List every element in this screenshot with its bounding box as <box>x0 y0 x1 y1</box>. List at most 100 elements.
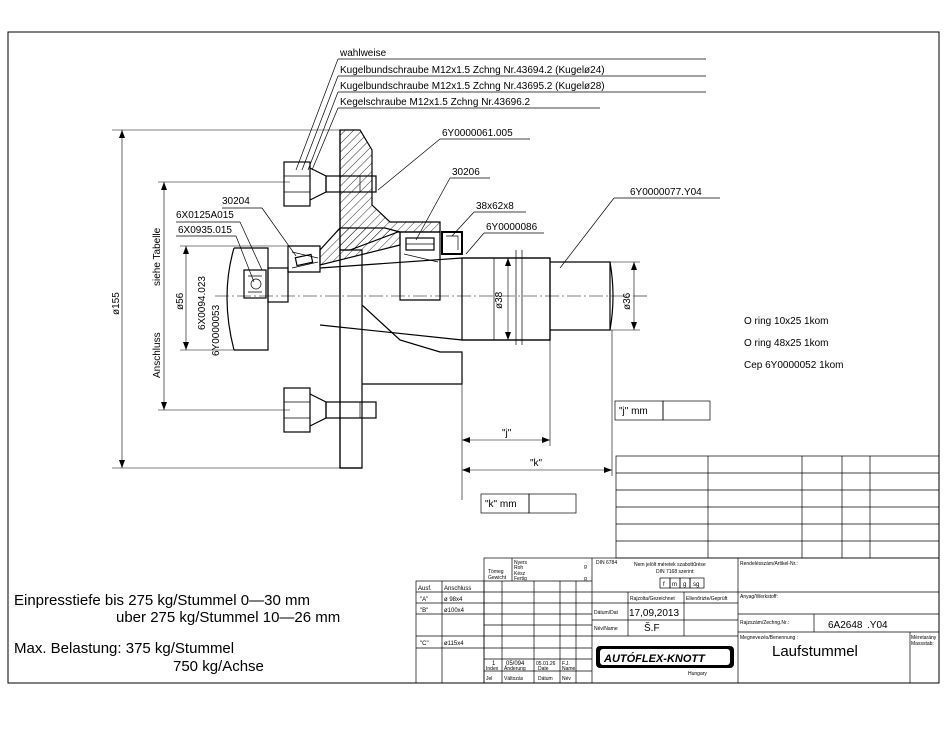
tb-rev-no: 1 <box>492 661 496 667</box>
revision-grid <box>615 455 940 559</box>
tb-logo-sub: Hungary <box>688 671 707 677</box>
callout-6Y0000053: 6Y0000053 <box>211 304 222 356</box>
tb-rajzszam-value: 6A2648 <box>828 620 863 631</box>
tb-rev-h3: Date <box>538 666 549 672</box>
callout-alt-2: Kugelbundschraube M12x1.5 Zchng Nr.43695… <box>340 81 605 92</box>
dim-d56: ø56 <box>175 292 186 310</box>
dim-d155: ø155 <box>111 292 122 315</box>
callout-6X0125A015: 6X0125A015 <box>176 210 234 221</box>
tb-tol-m: m <box>672 582 677 588</box>
tb-rev-h2: Änderung <box>504 665 526 672</box>
conn-row-a-value: ø 98x4 <box>444 597 463 603</box>
callout-6X0094: 6X0094.023 <box>197 276 208 330</box>
tb-meretarany: Méretarány <box>911 635 937 641</box>
tb-nev-value: Š.F <box>644 621 660 634</box>
tb-rev-h1b: Jel <box>486 676 492 682</box>
hub-cap <box>226 247 289 351</box>
tb-rev-h4: Name <box>562 666 576 672</box>
tb-ellenorizte: Ellenőrizte/Geprüft <box>686 596 728 602</box>
tb-megnevezes-value: Laufstummel <box>772 643 858 660</box>
tb-rev-h3b: Dátum <box>538 676 553 682</box>
stub-axle <box>319 250 614 345</box>
dim-side-label-1: siehe Tabelle <box>152 227 163 286</box>
tb-roh: Roh <box>514 565 523 571</box>
tb-tomeg: Tömeg <box>488 569 504 575</box>
callout-alt-3: Kegelschraube M12x1.5 Zchng Nr.43696.2 <box>340 97 531 108</box>
j-mm-box-value[interactable] <box>662 400 711 421</box>
conn-row-a-code: "A" <box>420 597 428 603</box>
tb-massstab: Massstab: <box>911 641 934 647</box>
tb-g2: g <box>584 576 587 582</box>
dim-k: "k" <box>530 458 543 469</box>
title-block <box>483 557 940 684</box>
note-belastung-2: 750 kg/Achse <box>173 658 264 675</box>
tb-rendeles: Rendelésszám/Artikel-Nr.: <box>740 561 798 567</box>
hub-flange-plate <box>339 249 363 469</box>
tb-rajzolta: Rajzolta/Gezeichnet <box>630 596 675 602</box>
hub-assembly-drawing <box>215 129 650 469</box>
leader-lines <box>176 58 720 283</box>
tb-din7168: DIN 7168 szerint: <box>656 569 695 575</box>
note-einpresstiefe-1: Einpresstiefe bis 275 kg/Stummel 0—30 mm <box>14 592 310 609</box>
note-oring-1: O ring 10x25 1kom <box>744 316 829 327</box>
callout-6Y0000077: 6Y0000077.Y04 <box>630 187 702 198</box>
note-cep: Cep 6Y0000052 1kom <box>744 360 844 371</box>
tb-datum-label: Dátum/Dat <box>594 610 619 616</box>
tb-anyag: Anyag/Werkstoff: <box>740 594 778 600</box>
tb-tol-f: f <box>663 582 665 588</box>
dim-d36: ø36 <box>622 292 633 310</box>
tb-tol-sg: sg <box>693 582 699 588</box>
conn-header-ausf: Ausf. <box>418 586 432 592</box>
conn-row-c-code: "C" <box>420 641 429 647</box>
note-oring-2: O ring 48x25 1kom <box>744 338 829 349</box>
tb-g1: g <box>584 564 587 570</box>
tb-tol-g: g <box>683 582 686 588</box>
note-einpresstiefe-2: uber 275 kg/Stummel 10—26 mm <box>116 609 340 626</box>
tb-rev-h4b: Név <box>562 676 571 682</box>
tb-megnevezes-label: Megnevezés/Benennung : <box>740 635 798 641</box>
bearing-30206 <box>399 231 441 301</box>
conn-row-c-value: ø115x4 <box>444 641 464 647</box>
callout-30204: 30204 <box>222 196 250 207</box>
connection-table <box>415 580 485 684</box>
tb-rev-name: F.J. <box>562 661 570 667</box>
hub-body-upper <box>319 227 401 266</box>
seal-38x62x8 <box>441 231 463 255</box>
callout-alt-header: wahlweise <box>339 48 387 59</box>
tb-rev-h2b: Változás <box>504 676 524 682</box>
callout-6Y0000061: 6Y0000061.005 <box>442 128 513 139</box>
tb-nem-jelolt: Nem jelölt méretek szabottűrése <box>634 562 706 568</box>
hub-body-lower <box>361 304 463 385</box>
tb-fertig: Fertig <box>514 576 527 582</box>
tb-kesz: Kész <box>514 571 526 577</box>
note-belastung-1: Max. Belastung: 375 kg/Stummel <box>14 640 234 657</box>
wheel-bolt-upper <box>283 161 377 207</box>
tb-nev-label: Név/Name <box>594 626 618 632</box>
tb-datum-value: 17,09,2013 <box>629 608 679 619</box>
callout-6X0935: 6X0935.015 <box>178 225 232 236</box>
k-mm-box-value[interactable] <box>528 493 577 514</box>
tb-din6784: DIN 6784 <box>596 560 617 566</box>
callout-30206: 30206 <box>452 167 480 178</box>
dim-d38: ø38 <box>494 291 505 309</box>
dim-side-label-2: Anschluss <box>152 332 163 378</box>
conn-row-b-value: ø100x4 <box>444 608 465 614</box>
conn-header-anschluss: Anschluss <box>444 586 471 592</box>
callout-38x62x8: 38x62x8 <box>476 201 514 212</box>
tb-nyers: Nyers <box>514 560 528 566</box>
tb-logo-text: AUTÓFLEX-KNOTT <box>603 652 706 665</box>
callout-alt-1: Kugelbundschraube M12x1.5 Zchng Nr.43694… <box>340 65 605 76</box>
conn-row-b-code: "B" <box>420 608 428 614</box>
tb-rajzszam-suffix: .Y04 <box>867 620 888 631</box>
k-mm-label: "k" mm <box>485 499 517 510</box>
tb-rev-date: 05.01.26 <box>536 661 556 667</box>
wheel-bolt-lower <box>283 387 377 433</box>
j-mm-label: "j" mm <box>619 406 648 417</box>
callout-6Y0000086: 6Y0000086 <box>486 222 538 233</box>
tb-rev-h1: Index <box>486 666 499 672</box>
tb-gewicht: Gewicht <box>488 575 507 581</box>
bearing-30204 <box>287 245 321 273</box>
dim-j: "j" <box>502 428 512 439</box>
dimension-lines <box>112 129 640 500</box>
